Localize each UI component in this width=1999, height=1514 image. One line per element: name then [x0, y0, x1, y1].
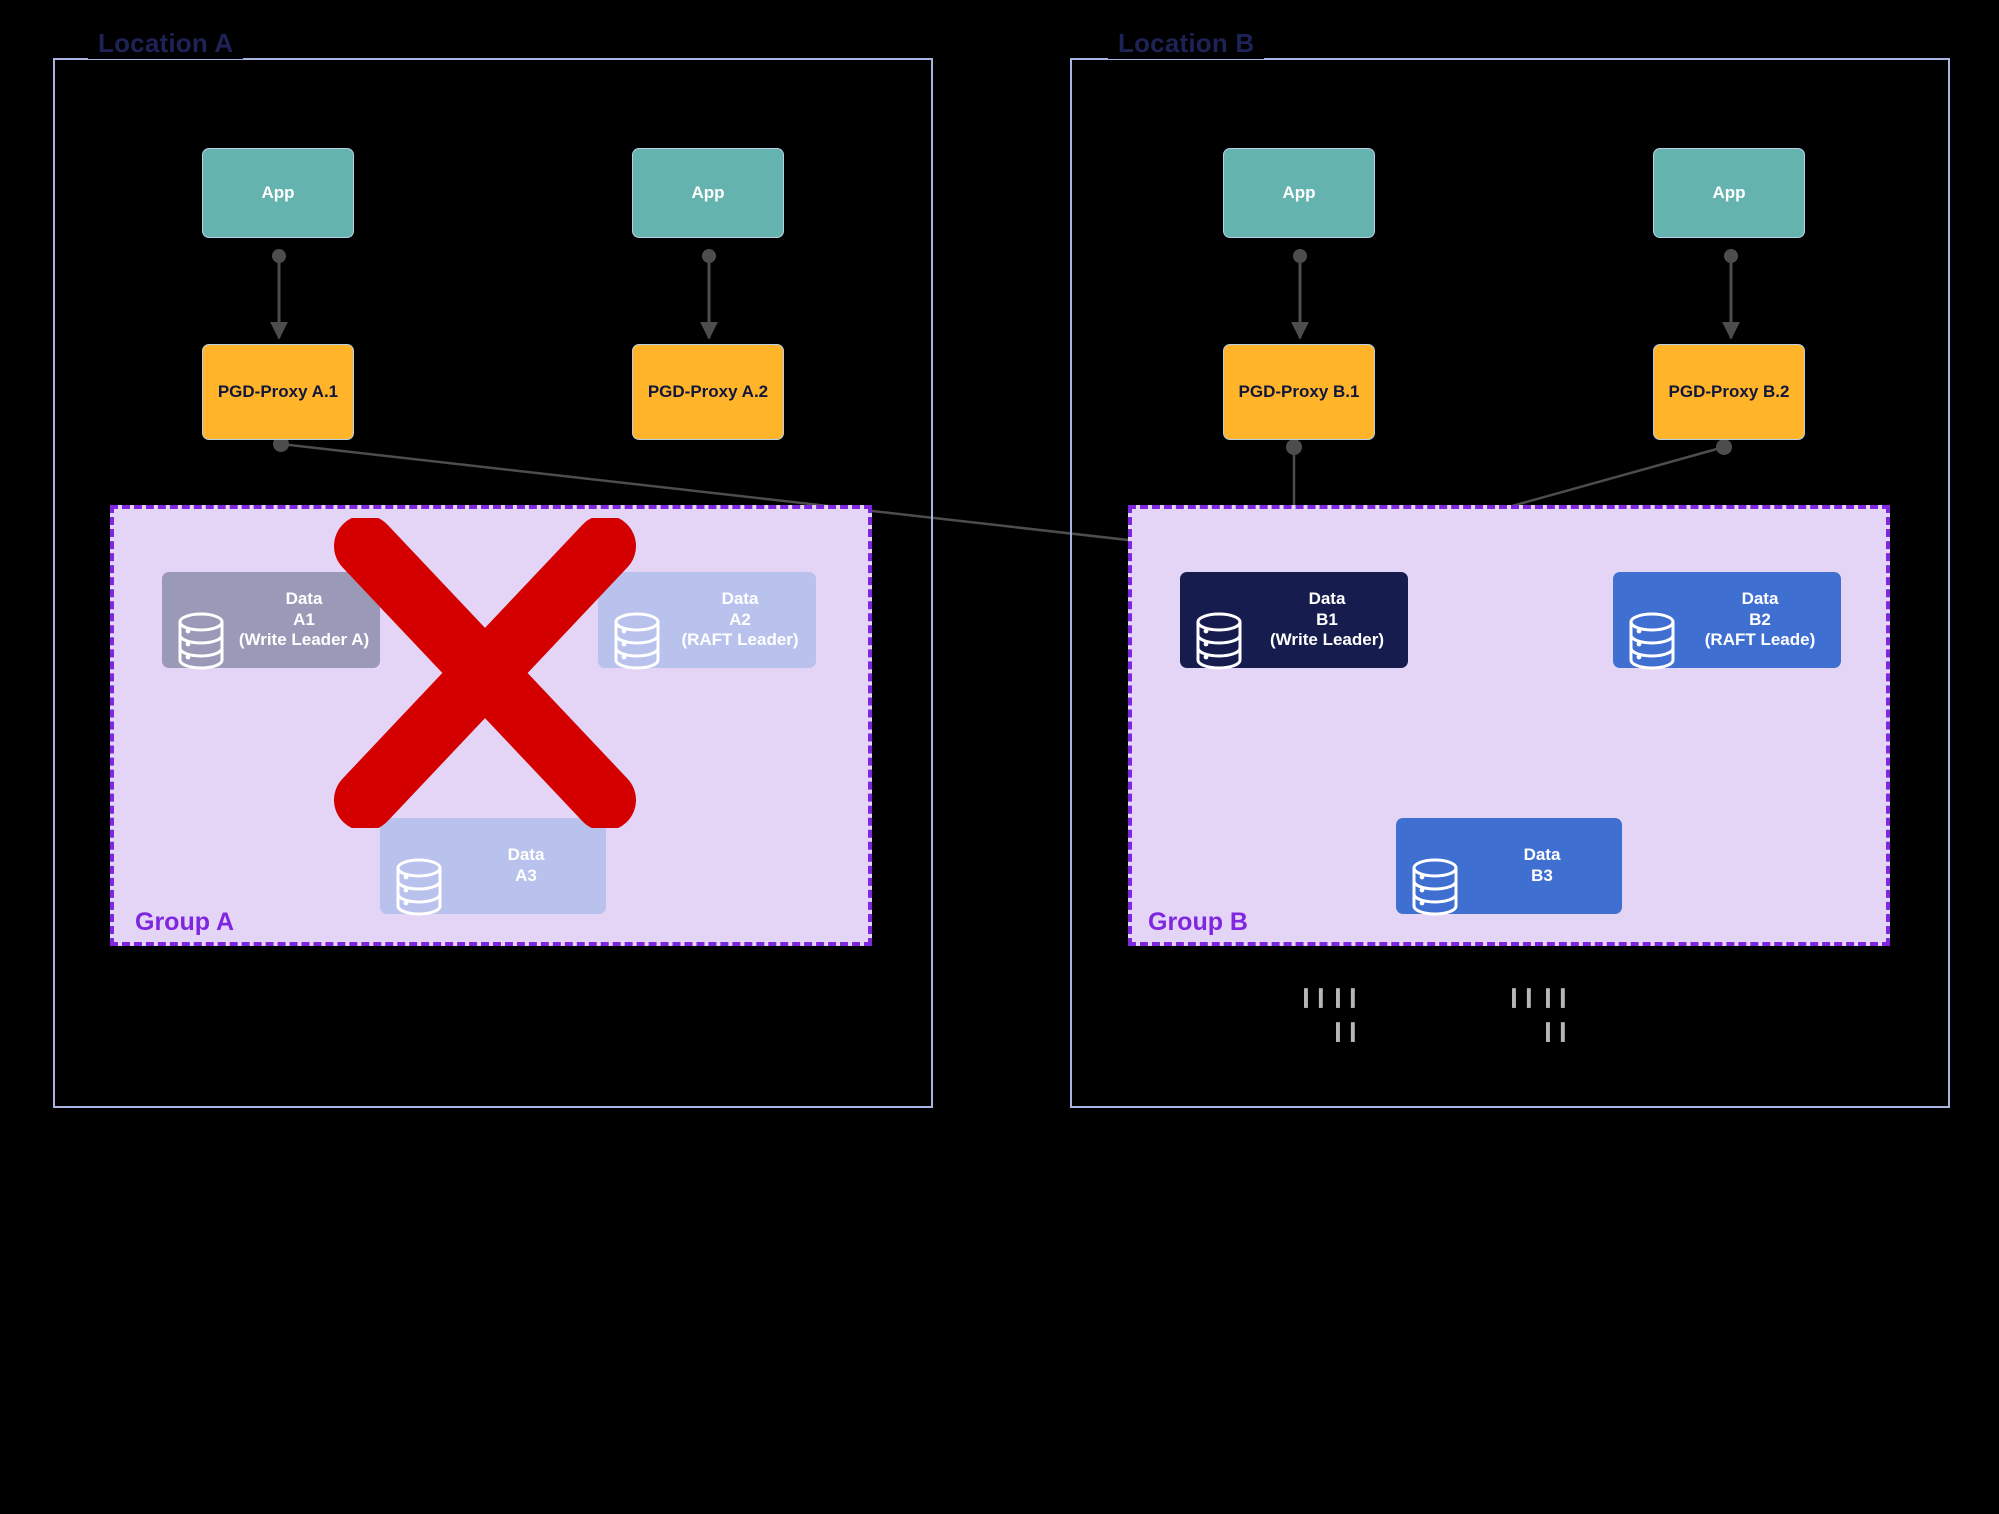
data-node-a2[interactable]: Data A2 (RAFT Leader)	[598, 572, 816, 670]
database-icon	[612, 591, 662, 670]
location-a-label: Location A	[88, 28, 244, 59]
location-b-frame	[1070, 58, 1950, 1108]
location-b-label: Location B	[1108, 28, 1265, 59]
group-a-label: Group A	[135, 908, 235, 936]
tick-mark-1: ❙❙	[1298, 987, 1329, 1008]
app-node-a1[interactable]: App	[202, 148, 354, 238]
app-node-b2[interactable]: App	[1653, 148, 1805, 238]
app-node-b1[interactable]: App	[1223, 148, 1375, 238]
data-node-b1[interactable]: Data B1 (Write Leader)	[1180, 572, 1408, 670]
tick-mark-3: ❙❙	[1330, 1021, 1361, 1042]
data-node-b2-label: Data B2 (RAFT Leade)	[1704, 588, 1816, 650]
tick-mark-5: ❙❙	[1540, 987, 1571, 1008]
proxy-node-a2[interactable]: PGD-Proxy A.2	[632, 344, 784, 440]
data-node-a2-label: Data A2 (RAFT Leader)	[681, 588, 799, 650]
database-icon	[1627, 591, 1677, 670]
database-icon	[1194, 591, 1244, 670]
proxy-node-b1[interactable]: PGD-Proxy B.1	[1223, 344, 1375, 440]
database-icon	[176, 591, 226, 670]
data-node-a1[interactable]: Data A1 (Write Leader A)	[162, 572, 380, 670]
data-node-b2[interactable]: Data B2 (RAFT Leade)	[1613, 572, 1841, 670]
tick-mark-6: ❙❙	[1540, 1021, 1571, 1042]
tick-mark-4: ❙❙	[1506, 987, 1537, 1008]
proxy-node-a1[interactable]: PGD-Proxy A.1	[202, 344, 354, 440]
data-node-a1-label: Data A1 (Write Leader A)	[238, 588, 370, 650]
group-b-label: Group B	[1148, 908, 1248, 936]
data-node-a3[interactable]: Data A3	[380, 818, 606, 916]
data-node-b1-label: Data B1 (Write Leader)	[1270, 588, 1384, 650]
database-icon	[1410, 837, 1460, 916]
proxy-node-b2[interactable]: PGD-Proxy B.2	[1653, 344, 1805, 440]
data-node-b3[interactable]: Data B3	[1396, 818, 1622, 916]
data-node-a3-label: Data A3	[507, 845, 545, 885]
database-icon	[394, 837, 444, 916]
data-node-b3-label: Data B3	[1523, 845, 1561, 885]
tick-mark-2: ❙❙	[1330, 987, 1361, 1008]
app-node-a2[interactable]: App	[632, 148, 784, 238]
location-a-frame	[53, 58, 933, 1108]
